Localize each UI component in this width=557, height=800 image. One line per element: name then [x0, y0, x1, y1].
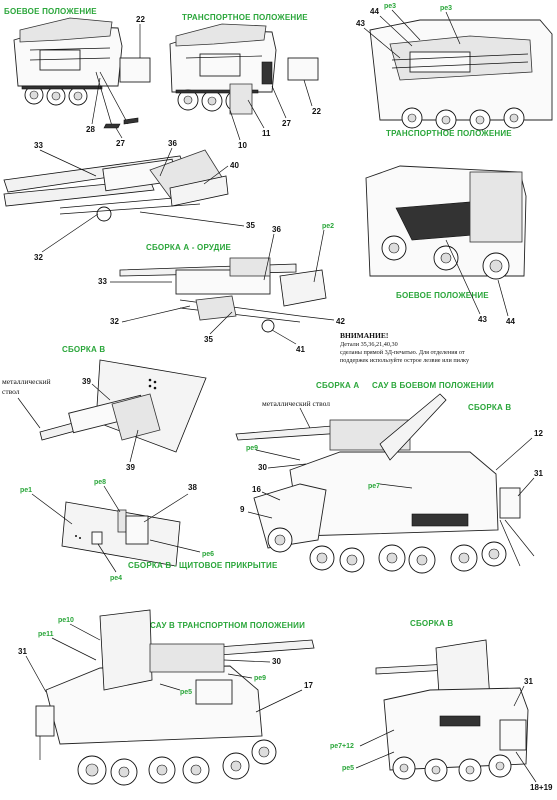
panel-compartment-combat: БОЕВОЕ ПОЛОЖЕНИЕ 43 44 — [365, 165, 527, 326]
part-30: 30 — [272, 657, 281, 666]
part-39: 39 — [82, 377, 91, 386]
panel-combat-position-1: БОЕВОЕ ПОЛОЖЕНИЕ 22 28 27 — [4, 7, 151, 148]
panel-assembly-b-1: СБОРКА В металлический ствол 39 39 — [2, 345, 207, 472]
pe9-label: pe9 — [246, 445, 258, 452]
pe9-label: pe9 — [254, 675, 266, 682]
part-31: 31 — [18, 647, 27, 656]
heading-assembly-a: СБОРКА А — [316, 381, 359, 390]
gun-illustration-1 — [3, 149, 229, 222]
part-32: 32 — [110, 317, 119, 326]
part-18-19: 18+19 — [530, 783, 553, 792]
part-36: 36 — [168, 139, 177, 148]
shield-cover-illustration — [61, 501, 181, 567]
part-42: 42 — [336, 317, 345, 326]
panel-compartment-transport: 44 43 pe3 pe3 ТРАНСПОРТНОЕ ПОЛОЖЕНИЕ — [356, 3, 553, 138]
heading-sau-combat-position: САУ В БОЕВОМ ПОЛОЖЕНИИ — [372, 381, 494, 390]
notice-line-3: поддержек используйте острое лезвие или … — [340, 357, 470, 364]
part-30: 30 — [258, 463, 267, 472]
heading-assembly-b: СБОРКА В — [410, 619, 453, 628]
pe7-12-label: pe7+12 — [330, 743, 354, 750]
panel-sau-transport-position: САУ В ТРАНСПОРТНОМ ПОЛОЖЕНИИ pe10 pe11 3… — [18, 609, 315, 786]
metal-barrel-label: металлический ствол — [262, 399, 330, 408]
compartment-illustration-combat — [365, 165, 527, 280]
part-27: 27 — [282, 119, 291, 128]
part-10: 10 — [238, 141, 247, 150]
part-44: 44 — [506, 317, 515, 326]
pe11-label: pe11 — [38, 631, 54, 638]
heading-assembly-b: СБОРКА В — [62, 345, 105, 354]
part-41: 41 — [296, 345, 305, 354]
part-16: 16 — [252, 485, 261, 494]
sau-combat-illustration — [235, 393, 535, 574]
part-44: 44 — [370, 7, 379, 16]
compartment-illustration-transport — [369, 19, 553, 131]
part-12: 12 — [534, 429, 543, 438]
panel-sau-combat-position: СБОРКА А САУ В БОЕВОМ ПОЛОЖЕНИИ СБОРКА В… — [235, 381, 543, 574]
part-35: 35 — [246, 221, 255, 230]
gun-shield-illustration — [39, 359, 207, 453]
pe4-label: pe4 — [110, 575, 122, 582]
heading-sau-transport-position: САУ В ТРАНСПОРТНОМ ПОЛОЖЕНИИ — [150, 621, 305, 630]
pe5-label: pe5 — [180, 689, 192, 696]
heading-transport-position: ТРАНСПОРТНОЕ ПОЛОЖЕНИЕ — [182, 13, 308, 22]
open-hatch — [119, 57, 151, 83]
heading-transport-position: ТРАНСПОРТНОЕ ПОЛОЖЕНИЕ — [386, 129, 512, 138]
vehicle-illustration-2 — [169, 23, 319, 115]
panel-assembly-b-shield: pe1 pe8 38 pe6 pe4 СБОРКА В - ЩИТОВОЕ ПР… — [20, 479, 278, 582]
vehicle-illustration-1 — [13, 17, 151, 129]
pe5-label: pe5 — [342, 765, 354, 772]
part-36: 36 — [272, 225, 281, 234]
notice-block: ВНИМАНИЕ! Детали 35,36,21,40,30 сделаны … — [340, 331, 470, 364]
part-43: 43 — [478, 315, 487, 324]
part-28: 28 — [86, 125, 95, 134]
metal-barrel-label: металлический — [2, 377, 51, 386]
part-22: 22 — [136, 15, 145, 24]
track-wheels-transport — [77, 739, 277, 786]
part-27: 27 — [116, 139, 125, 148]
notice-line-2: сделаны прямой 3Д-печатью. Для отделения… — [340, 349, 465, 356]
part-33: 33 — [34, 141, 43, 150]
panel-gun-detail: 33 36 40 32 35 — [3, 139, 255, 262]
stowed-box — [287, 57, 319, 81]
part-22: 22 — [312, 107, 321, 116]
notice-title: ВНИМАНИЕ! — [340, 331, 388, 340]
part-31: 31 — [534, 469, 543, 478]
part-38: 38 — [188, 483, 197, 492]
panel-assembly-a-gun: СБОРКА А - ОРУДИЕ 36 pe2 33 32 35 42 41 — [98, 223, 345, 354]
part-31: 31 — [524, 677, 533, 686]
pe3-label: pe3 — [440, 5, 452, 12]
heading-assembly-b: СБОРКА В — [468, 403, 511, 412]
sau-transport-illustration — [35, 609, 315, 786]
sau-rear-illustration — [375, 639, 529, 782]
heading-assembly-b-shield: СБОРКА В - ЩИТОВОЕ ПРИКРЫТИЕ — [128, 561, 278, 570]
pe10-label: pe10 — [58, 617, 74, 624]
heading-assembly-a-gun: СБОРКА А - ОРУДИЕ — [146, 243, 232, 252]
support-leg — [95, 71, 113, 127]
part-43: 43 — [356, 19, 365, 28]
notice-line-1: Детали 35,36,21,40,30 — [340, 341, 398, 348]
part-33: 33 — [98, 277, 107, 286]
pe2-label: pe2 — [322, 223, 334, 230]
part-35: 35 — [204, 335, 213, 344]
part-11: 11 — [262, 129, 271, 138]
pe7-label: pe7 — [368, 483, 380, 490]
pe8-label: pe8 — [94, 479, 106, 486]
panel-assembly-b-rear: СБОРКА В 31 pe7+12 pe5 18+19 — [330, 619, 553, 792]
part-17: 17 — [304, 681, 313, 690]
pe3-label: pe3 — [384, 3, 396, 10]
part-9: 9 — [240, 505, 245, 514]
part-40: 40 — [230, 161, 239, 170]
panel-transport-position-1: ТРАНСПОРТНОЕ ПОЛОЖЕНИЕ 22 27 11 10 — [169, 13, 321, 150]
track-wheels-combat — [267, 527, 507, 574]
pe6-label: pe6 — [202, 551, 214, 558]
heading-combat-position: БОЕВОЕ ПОЛОЖЕНИЕ — [396, 291, 489, 300]
heading-combat-position: БОЕВОЕ ПОЛОЖЕНИЕ — [4, 7, 97, 16]
part-32: 32 — [34, 253, 43, 262]
part-39: 39 — [126, 463, 135, 472]
pe1-label: pe1 — [20, 487, 32, 494]
metal-barrel-label-2: ствол — [2, 387, 20, 396]
